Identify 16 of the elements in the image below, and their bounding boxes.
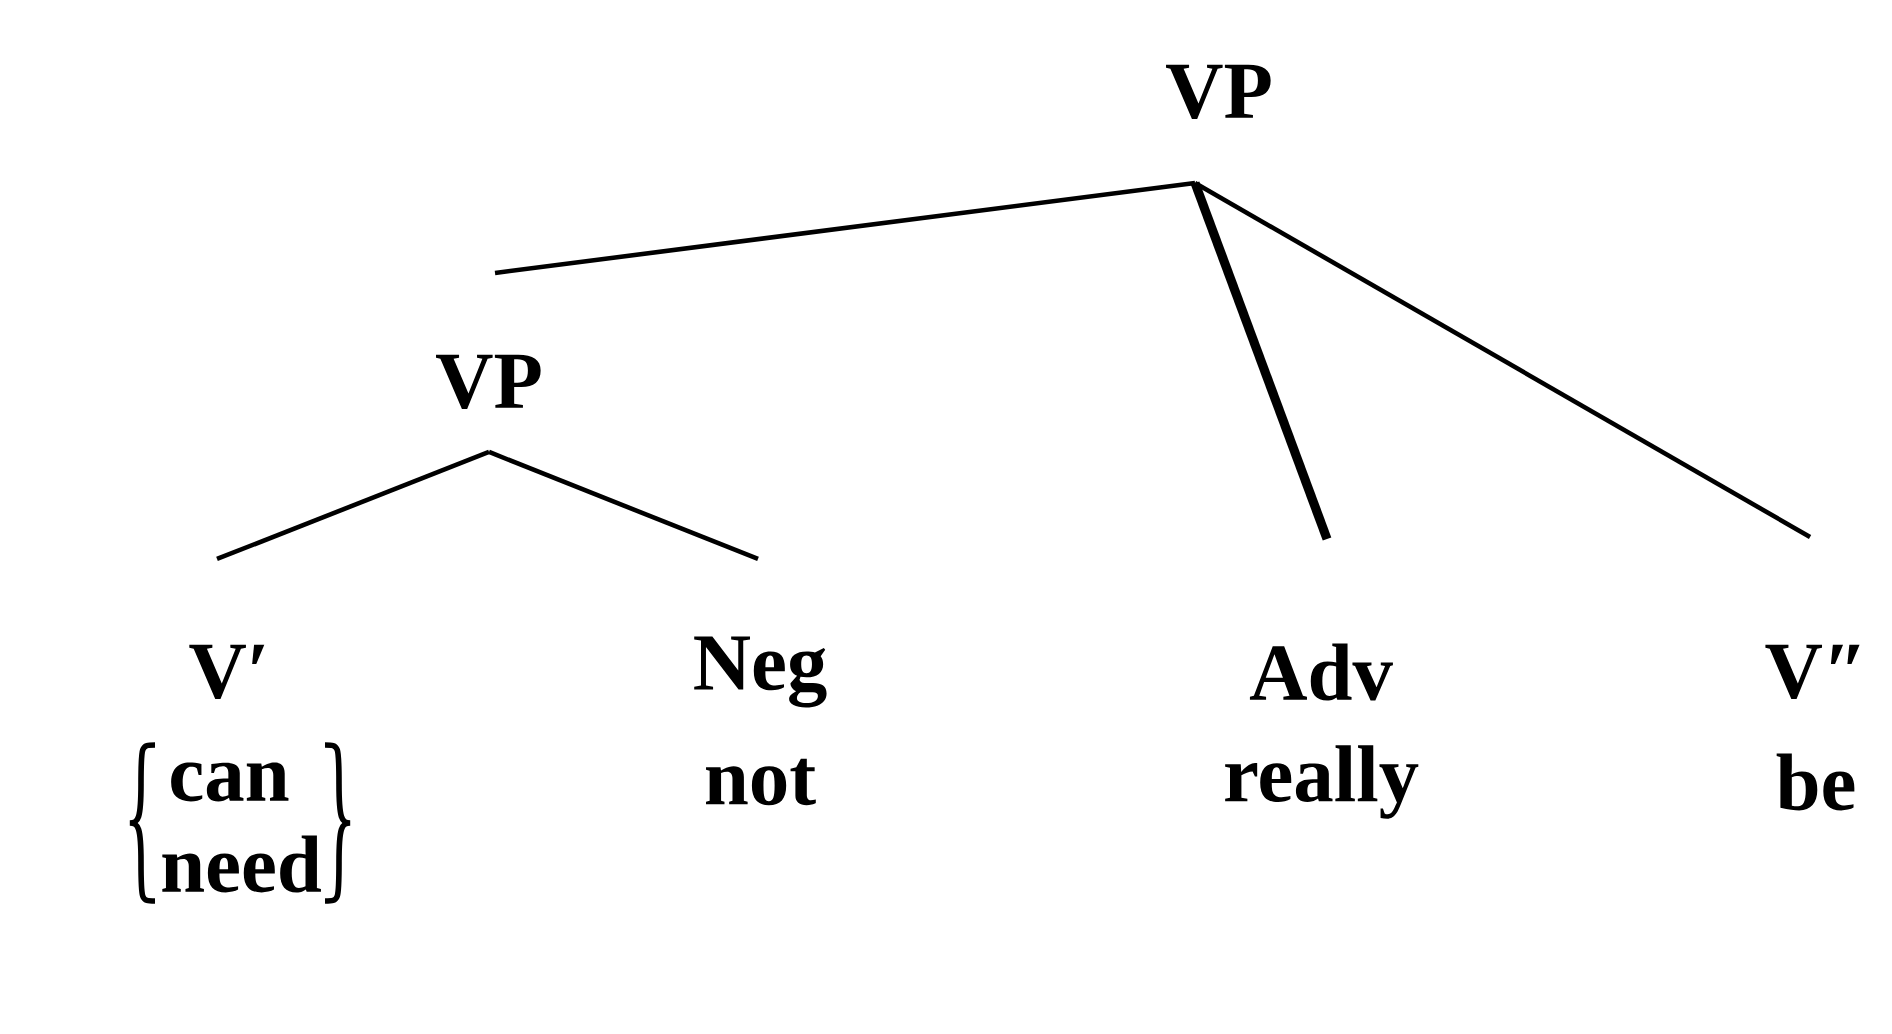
category-label: V′ bbox=[189, 644, 265, 700]
tree-branch bbox=[494, 180, 1196, 276]
category-label: Neg bbox=[694, 636, 827, 708]
tree-branch bbox=[488, 449, 759, 562]
word-label: be bbox=[1776, 753, 1855, 811]
tree-branch bbox=[216, 449, 490, 562]
category-label: V″ bbox=[1765, 644, 1860, 700]
tree-branch bbox=[1190, 181, 1332, 541]
category-label: VP bbox=[1166, 64, 1271, 120]
word-label: not bbox=[706, 758, 816, 806]
tree-branch bbox=[1193, 181, 1812, 539]
category-label: Adv bbox=[1249, 643, 1393, 701]
word-label: really bbox=[1225, 745, 1419, 819]
category-label: VP bbox=[436, 354, 541, 410]
word-label: can bbox=[171, 762, 289, 802]
word-label: need bbox=[162, 835, 321, 893]
